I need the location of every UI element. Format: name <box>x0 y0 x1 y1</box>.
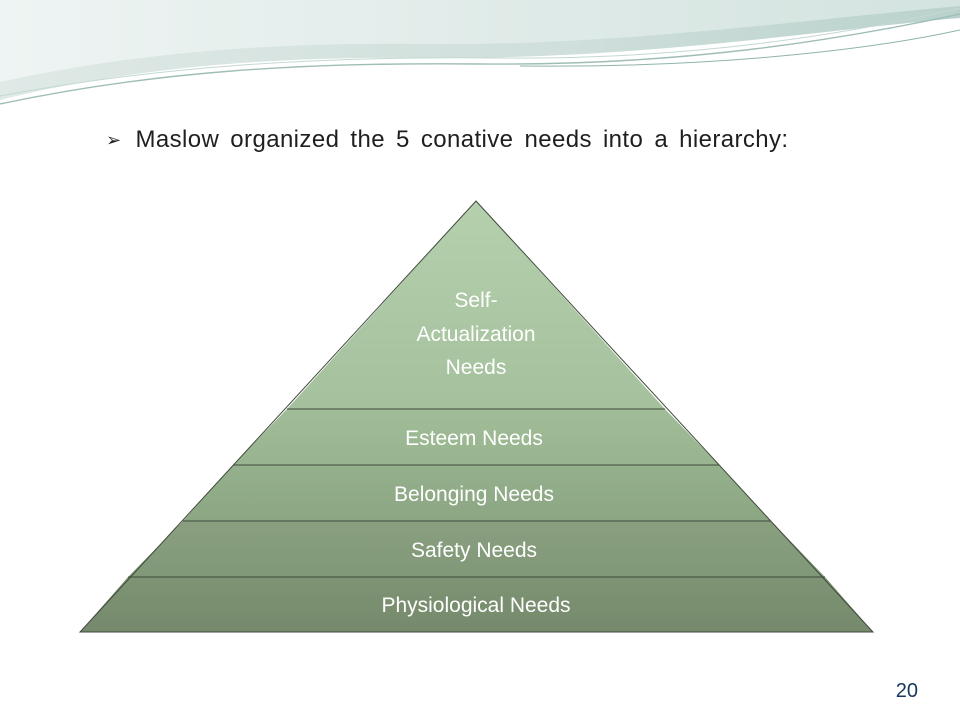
label-safety: Safety Needs <box>411 539 537 562</box>
slide-number: 20 <box>895 680 918 702</box>
label-belonging: Belonging Needs <box>394 483 554 506</box>
pyramid-level-physiological <box>80 577 873 632</box>
bullet-text-number: 5 <box>396 126 410 153</box>
bullet-text-suffix: conative needs into a hierarchy: <box>409 126 789 153</box>
label-self-actualization-line3: Needs <box>446 356 507 379</box>
header-wave-decoration <box>0 0 960 105</box>
pyramid-level-safety <box>128 521 825 577</box>
label-self-actualization-line2: Actualization <box>416 323 535 346</box>
pyramid-level-esteem <box>233 409 719 465</box>
pyramid-level-self-actualization <box>287 201 665 409</box>
label-self-actualization-line1: Self- <box>454 289 497 312</box>
bullet-point: ➢ Maslow organized the 5 conative needs … <box>106 126 926 154</box>
bullet-text-prefix: Maslow organized the <box>135 126 397 153</box>
pyramid-level-belonging <box>183 465 771 521</box>
label-physiological: Physiological Needs <box>381 594 570 617</box>
arrow-bullet-icon: ➢ <box>106 129 122 151</box>
label-esteem: Esteem Needs <box>405 427 543 450</box>
bullet-text: Maslow organized the 5 conative needs in… <box>135 126 788 154</box>
pyramid-outline <box>78 200 875 633</box>
